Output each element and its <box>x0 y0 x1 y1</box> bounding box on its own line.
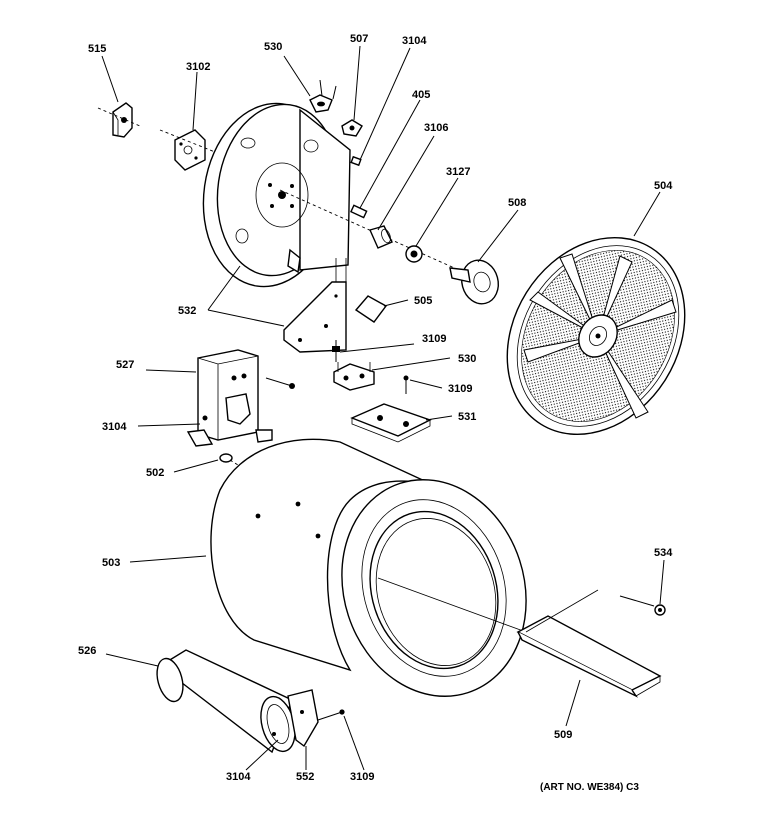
callout-3127: 3127 <box>446 166 470 178</box>
callout-3104-bottom: 3104 <box>226 771 251 783</box>
part-527-support-bracket <box>186 349 295 447</box>
part-531-plate <box>350 403 432 443</box>
callout-labels: 515 3102 530 507 3104 405 3106 3127 508 … <box>78 33 673 793</box>
callout-503: 503 <box>102 557 120 569</box>
callout-3102: 3102 <box>186 61 210 73</box>
callout-505: 505 <box>414 295 432 307</box>
part-526-heater-duct <box>156 649 296 754</box>
part-552-bracket <box>272 689 345 748</box>
part-507-clip <box>341 119 363 167</box>
callout-3104-left: 3104 <box>102 421 127 433</box>
callout-508: 508 <box>508 197 526 209</box>
part-3106-bushing <box>369 225 393 249</box>
part-534-screw <box>619 595 666 616</box>
callout-509: 509 <box>554 729 572 741</box>
part-532-rear-bulkhead <box>202 102 351 353</box>
callout-530-mid: 530 <box>458 353 476 365</box>
part-508-drum-hub <box>449 259 499 305</box>
part-530-top-bracket <box>309 79 337 113</box>
part-3109-screw-mid <box>332 340 340 362</box>
leader-lines <box>101 45 665 771</box>
part-509-baffle <box>516 589 662 698</box>
part-503-drum <box>210 438 527 697</box>
callout-534: 534 <box>654 547 673 559</box>
callout-504: 504 <box>654 180 673 192</box>
part-515-bracket <box>97 102 141 138</box>
callout-531: 531 <box>458 411 476 423</box>
part-3127-nut <box>405 245 423 263</box>
callout-515: 515 <box>88 43 106 55</box>
callout-552: 552 <box>296 771 314 783</box>
callout-527: 527 <box>116 359 134 371</box>
callout-3104-top: 3104 <box>402 35 427 47</box>
part-505-gasket <box>354 295 388 323</box>
callout-502: 502 <box>146 467 164 479</box>
part-504-drum-back <box>506 236 686 436</box>
callout-526: 526 <box>78 645 96 657</box>
callout-3109-mid: 3109 <box>422 333 446 345</box>
callout-530-top: 530 <box>264 41 282 53</box>
callout-405: 405 <box>412 89 430 101</box>
callout-3106: 3106 <box>424 122 448 134</box>
art-number: (ART NO. WE384) C3 <box>540 782 639 793</box>
callout-3109-bottom: 3109 <box>350 771 374 783</box>
part-3102-bearing-bracket <box>159 129 216 171</box>
callout-507: 507 <box>350 33 368 45</box>
callout-532: 532 <box>178 305 196 317</box>
callout-3109-right: 3109 <box>448 383 472 395</box>
part-530-thermostat <box>333 362 409 394</box>
